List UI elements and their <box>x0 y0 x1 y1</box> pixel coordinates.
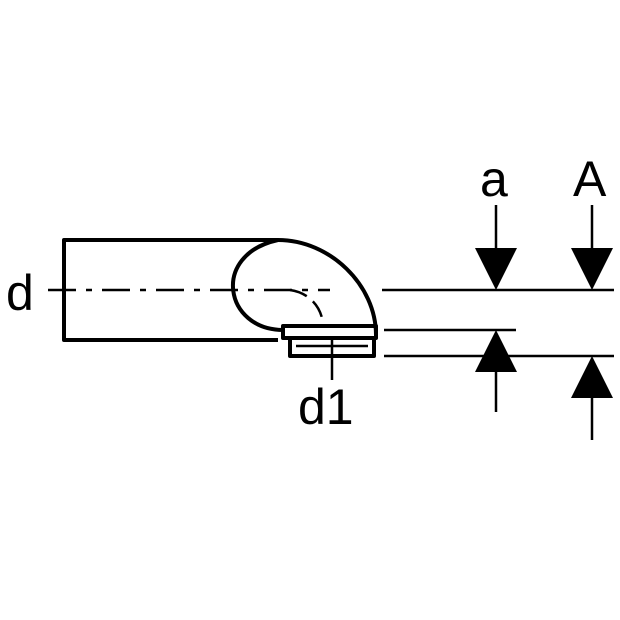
pipe-bend-inner <box>230 238 284 332</box>
label-d1: d1 <box>298 379 354 435</box>
dimension-a-lower-arrow <box>475 330 517 372</box>
dimension-A-lower-arrow <box>571 356 613 398</box>
pipe-socket <box>281 324 378 340</box>
pipe-bend-outer <box>277 238 378 336</box>
dimension-a-upper-arrow <box>475 248 517 290</box>
label-a: a <box>480 151 508 207</box>
label-d: d <box>6 265 34 321</box>
centerline-bend <box>289 288 324 319</box>
dimension-A-upper-arrow <box>571 248 613 290</box>
label-A: A <box>573 151 607 207</box>
